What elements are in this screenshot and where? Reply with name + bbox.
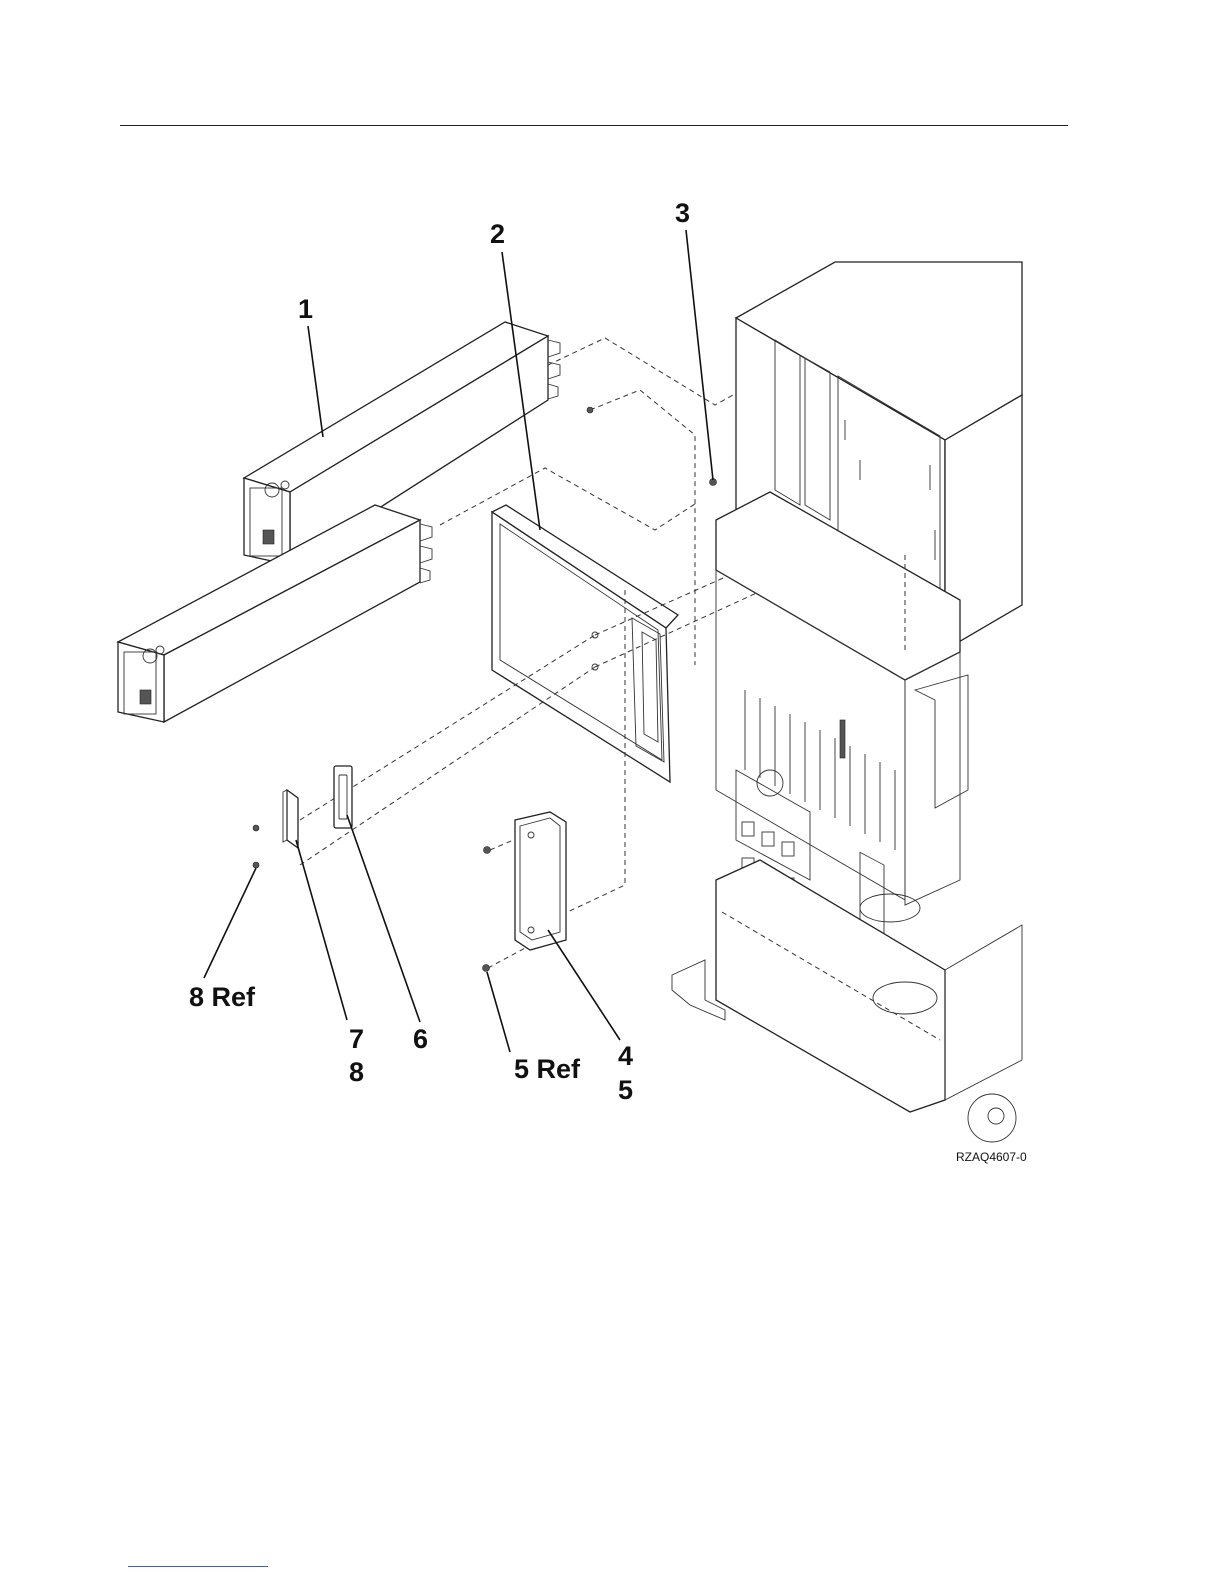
- caster-wheel-icon: [968, 1094, 1016, 1142]
- cover-4: [515, 812, 566, 950]
- footer-link-rule: [128, 1566, 268, 1567]
- callout-4: 4: [618, 1041, 633, 1071]
- screw-icon: [483, 965, 490, 972]
- callout-1: 1: [298, 294, 313, 324]
- screw-icon: [253, 825, 259, 831]
- bracket-7: [283, 790, 298, 848]
- guide-ps-upper: [548, 338, 760, 405]
- screw-icon: [253, 862, 259, 868]
- callout-7: 7: [349, 1024, 364, 1054]
- figure-id: RZAQ4607-0: [956, 1150, 1027, 1164]
- callout-5-ref: 5 Ref: [514, 1054, 581, 1084]
- callout-4-second-line: 5: [618, 1075, 633, 1105]
- callout-3: 3: [675, 198, 690, 228]
- callout-7-second-line: 8: [349, 1057, 364, 1087]
- screw-icon: [587, 407, 593, 413]
- system-chassis: [672, 262, 1022, 1142]
- callout-8-ref: 8 Ref: [189, 982, 256, 1012]
- gasket-6: [334, 766, 352, 828]
- callout-6: 6: [413, 1024, 428, 1054]
- screw-icon: [484, 847, 491, 854]
- callout-2: 2: [490, 219, 505, 249]
- bezel-frame: [492, 505, 678, 782]
- guide-ps-lower: [440, 468, 698, 530]
